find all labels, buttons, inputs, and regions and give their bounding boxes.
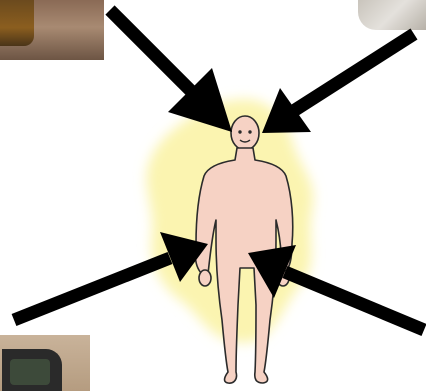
arrow-top-left: [110, 10, 232, 132]
arrow-bottom-left: [14, 232, 208, 320]
arrow-top-right: [262, 34, 414, 133]
